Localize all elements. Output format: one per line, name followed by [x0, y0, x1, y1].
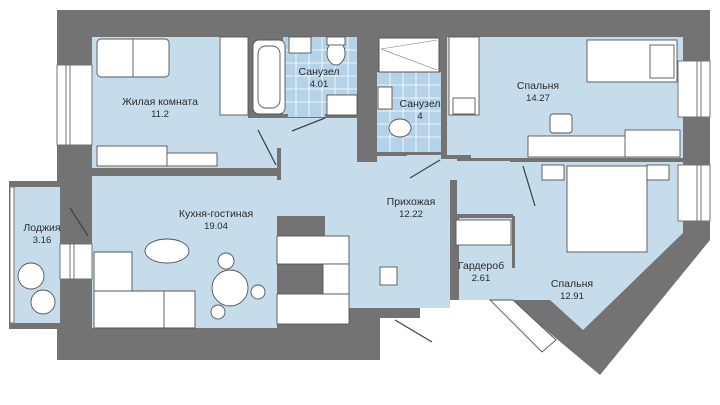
furniture: [17, 36, 681, 329]
sink-1: [288, 36, 312, 54]
room-label-bathroom-2: Санузел 4: [400, 98, 441, 123]
room-area: 11.2: [151, 109, 169, 121]
loggia-chair: [30, 289, 56, 315]
chair-bedroom-1: [549, 113, 573, 134]
room-name: Санузел: [298, 66, 340, 78]
coffee-table: [144, 238, 190, 264]
room-area: 4: [417, 111, 423, 123]
closet-living: [219, 36, 249, 116]
door-loggia: [69, 207, 89, 237]
doors: [69, 117, 536, 343]
room-name: Спальня: [516, 80, 560, 92]
tv-stand: [96, 145, 168, 167]
door-bath-1: [291, 117, 326, 132]
sink-2: [377, 86, 393, 110]
diagonal-closet: [488, 299, 557, 353]
door-entrance: [394, 319, 433, 343]
loggia-table: [17, 262, 45, 290]
window-bedroom-1: [677, 60, 711, 118]
room-area: 2.61: [471, 273, 491, 285]
room-label-hallway: Прихожая 12.22: [387, 196, 436, 221]
window-living: [56, 64, 93, 146]
room-area: 4.01: [309, 79, 329, 91]
door-bedroom-2: [522, 165, 536, 207]
room-name: Жилая комната: [122, 96, 198, 108]
room-area: 14.27: [526, 93, 550, 105]
bed-bedroom-2: [566, 165, 648, 253]
room-name: Санузел: [399, 98, 441, 110]
room-label-living-room: Жилая комната 11.2: [122, 96, 198, 121]
dining-table: [211, 269, 249, 307]
room-name: Кухня-гостиная: [178, 208, 254, 220]
room-label-bedroom-2: Спальня 12.91: [551, 278, 593, 303]
sofa-kitchen: [93, 251, 196, 329]
room-label-kitchen-living: Кухня-гостиная 19.04: [179, 208, 253, 233]
room-label-bedroom-1: Спальня 14.27: [517, 80, 559, 105]
door-living: [257, 129, 277, 166]
closet-wardrobe: [455, 219, 512, 246]
room-name: Прихожая: [386, 196, 436, 208]
windows: [9, 60, 711, 324]
room-label-wardrobe: Гардероб 2.61: [458, 260, 504, 285]
room-area: 12.22: [399, 209, 423, 221]
door-bath-2: [409, 159, 441, 179]
room-area: 19.04: [204, 221, 228, 233]
kitchen-counter: [276, 235, 350, 265]
washing-machine: [326, 94, 358, 116]
room-label-bathroom-1: Санузел 4.01: [299, 66, 340, 91]
room-name: Гардероб: [457, 260, 505, 272]
room-name: Лоджия: [23, 222, 61, 234]
room-name: Спальня: [550, 278, 594, 290]
desk-bedroom-1: [527, 135, 632, 158]
room-label-loggia: Лоджия 3.16: [23, 222, 60, 247]
loggia-glazing: [9, 186, 15, 324]
toilet-2: [388, 118, 412, 138]
room-area: 3.16: [32, 235, 52, 247]
window-bedroom-2: [677, 164, 711, 222]
window-loggia-door: [59, 243, 93, 280]
floor-vent: [379, 266, 398, 286]
room-area: 12.91: [560, 291, 584, 303]
bathroom-2-tiles: [377, 37, 441, 152]
